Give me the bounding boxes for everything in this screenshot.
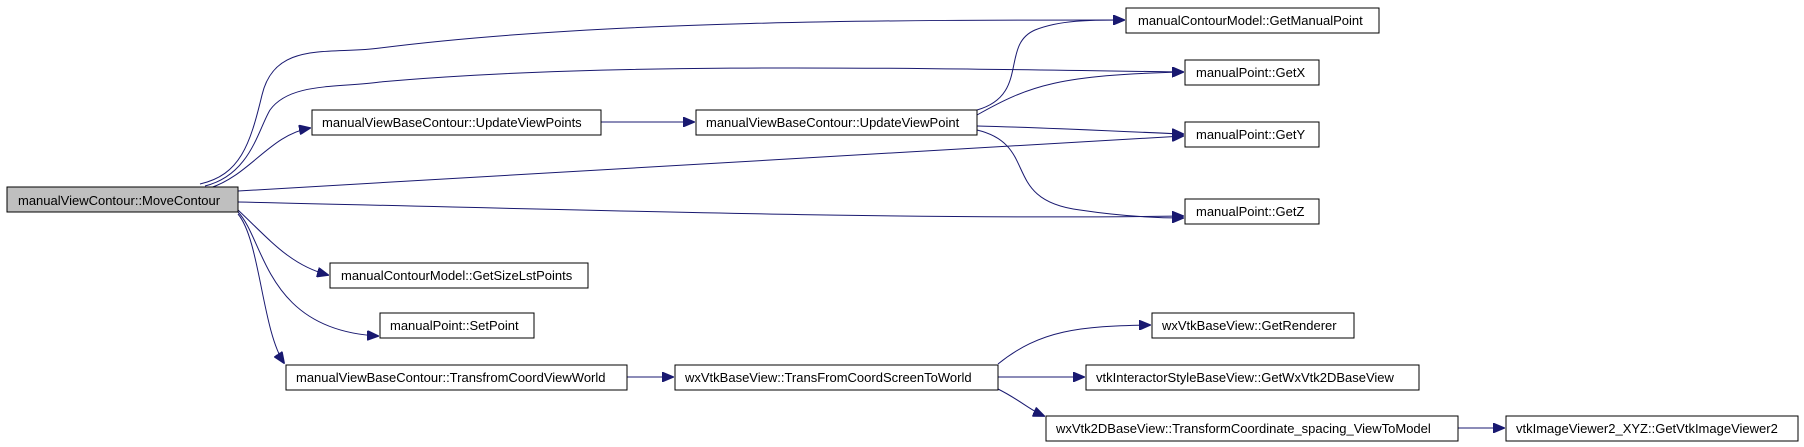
node-label-getZ: manualPoint::GetZ <box>1196 204 1304 219</box>
node-label-getY: manualPoint::GetY <box>1196 127 1305 142</box>
edge-root-to-getSizeLstPoints <box>237 209 328 275</box>
node-label-getManualPoint: manualContourModel::GetManualPoint <box>1138 13 1363 28</box>
node-label-setPoint: manualPoint::SetPoint <box>390 318 519 333</box>
edge-transFromCoordScreenToWorld-to-getRenderer <box>997 325 1150 365</box>
node-label-transFromCoordScreenToWorld: wxVtkBaseView::TransFromCoordScreenToWor… <box>684 370 972 385</box>
edge-root-to-getX <box>204 68 1183 187</box>
node-label-updateViewPoint: manualViewBaseContour::UpdateViewPoint <box>706 115 960 130</box>
edge-root-to-getManualPoint <box>199 20 1124 185</box>
node-transformCoordinate[interactable]: wxVtk2DBaseView::TransformCoordinate_spa… <box>1045 415 1459 442</box>
node-label-transfromCoordViewWorld: manualViewBaseContour::TransfromCoordVie… <box>296 370 606 385</box>
edge-root-to-getY <box>237 136 1183 192</box>
nodes: manualViewContour::MoveContour manualCon… <box>6 7 1799 442</box>
node-getY[interactable]: manualPoint::GetY <box>1184 121 1320 148</box>
edge-updateViewPoint-to-getManualPoint <box>976 20 1124 111</box>
node-getManualPoint[interactable]: manualContourModel::GetManualPoint <box>1125 7 1380 34</box>
node-label-transformCoordinate: wxVtk2DBaseView::TransformCoordinate_spa… <box>1055 421 1431 436</box>
edge-root-to-getZ <box>237 201 1183 217</box>
edge-updateViewPoint-to-getZ <box>976 129 1183 218</box>
node-getVtkImageViewer2[interactable]: vtkImageViewer2_XYZ::GetVtkImageViewer2 <box>1505 415 1799 442</box>
edge-updateViewPoint-to-getY <box>976 125 1183 134</box>
node-setPoint[interactable]: manualPoint::SetPoint <box>379 312 535 339</box>
node-getWxVtk2DBaseView[interactable]: vtkInteractorStyleBaseView::GetWxVtk2DBa… <box>1085 364 1420 391</box>
node-getRenderer[interactable]: wxVtkBaseView::GetRenderer <box>1151 312 1355 339</box>
node-getSizeLstPoints[interactable]: manualContourModel::GetSizeLstPoints <box>329 262 589 289</box>
node-label-getVtkImageViewer2: vtkImageViewer2_XYZ::GetVtkImageViewer2 <box>1516 421 1778 436</box>
edge-updateViewPoint-to-getX <box>976 72 1183 116</box>
node-label-getRenderer: wxVtkBaseView::GetRenderer <box>1161 318 1337 333</box>
edge-root-to-updateViewPoints <box>209 128 310 189</box>
edge-root-to-transfromCoordViewWorld <box>237 213 284 363</box>
node-getZ[interactable]: manualPoint::GetZ <box>1184 198 1320 225</box>
node-label-root: manualViewContour::MoveContour <box>18 193 221 208</box>
node-updateViewPoints[interactable]: manualViewBaseContour::UpdateViewPoints <box>311 109 602 136</box>
node-label-getSizeLstPoints: manualContourModel::GetSizeLstPoints <box>341 268 573 283</box>
edge-transFromCoordScreenToWorld-to-transformCoordinate <box>997 388 1044 416</box>
node-transfromCoordViewWorld[interactable]: manualViewBaseContour::TransfromCoordVie… <box>285 364 628 391</box>
edge-root-to-setPoint <box>237 211 378 336</box>
node-getX[interactable]: manualPoint::GetX <box>1184 59 1320 86</box>
node-label-getWxVtk2DBaseView: vtkInteractorStyleBaseView::GetWxVtk2DBa… <box>1096 370 1395 385</box>
node-updateViewPoint[interactable]: manualViewBaseContour::UpdateViewPoint <box>695 109 978 136</box>
node-label-updateViewPoints: manualViewBaseContour::UpdateViewPoints <box>322 115 582 130</box>
node-label-getX: manualPoint::GetX <box>1196 65 1305 80</box>
node-transFromCoordScreenToWorld[interactable]: wxVtkBaseView::TransFromCoordScreenToWor… <box>674 364 999 391</box>
edges <box>199 20 1504 428</box>
node-root[interactable]: manualViewContour::MoveContour <box>6 186 239 213</box>
